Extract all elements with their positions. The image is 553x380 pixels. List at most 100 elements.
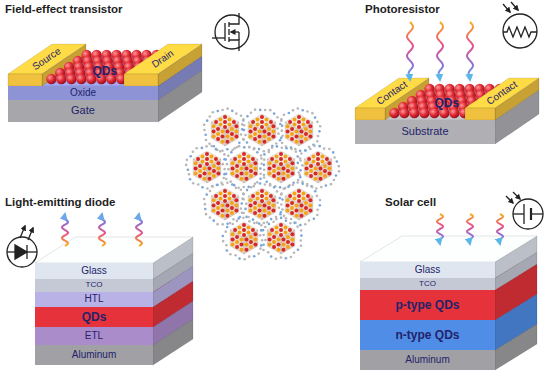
ligand — [276, 190, 279, 193]
atom — [220, 135, 224, 139]
ligand — [314, 116, 317, 119]
ligand — [330, 183, 333, 186]
ligand — [259, 247, 262, 250]
ligand — [209, 216, 212, 219]
ligand — [313, 145, 316, 148]
atom — [300, 129, 304, 133]
quantum-dot — [389, 108, 399, 118]
ligand — [299, 224, 302, 227]
atom — [316, 152, 320, 156]
ligand — [205, 139, 208, 142]
ligand — [237, 217, 240, 220]
atom — [249, 198, 253, 202]
atom — [305, 161, 309, 165]
atom — [294, 135, 298, 139]
ligand — [225, 244, 228, 247]
atom — [208, 177, 212, 181]
atom — [325, 157, 329, 161]
atom — [253, 161, 257, 165]
ligand — [319, 204, 322, 207]
quantum-dot-film: QDs — [433, 96, 462, 111]
atom — [249, 240, 253, 244]
ligand — [301, 183, 304, 186]
atom — [297, 125, 301, 129]
ligand — [236, 146, 239, 149]
ligand — [227, 155, 230, 158]
ligand — [229, 253, 232, 256]
atom — [279, 162, 283, 166]
atom — [316, 157, 320, 161]
atom — [234, 203, 238, 207]
cube-face — [318, 159, 332, 183]
atom — [286, 240, 290, 244]
atom — [251, 194, 255, 198]
atom — [249, 129, 253, 133]
device-title: Field-effect transistor — [5, 3, 123, 16]
atom — [235, 164, 239, 168]
atom — [257, 203, 261, 207]
quantum-dot — [439, 108, 449, 118]
ligand — [270, 255, 273, 258]
layer-label: QDs — [93, 65, 118, 78]
atom — [205, 152, 209, 156]
ligand — [276, 201, 279, 204]
ligand — [273, 186, 276, 189]
atom — [288, 157, 292, 161]
ligand — [280, 203, 283, 206]
atom — [202, 166, 206, 170]
atom — [293, 197, 297, 201]
ligand — [233, 147, 236, 150]
atom — [226, 129, 230, 133]
ligand — [221, 183, 224, 186]
atom — [301, 123, 305, 127]
quantum-dot — [66, 74, 76, 84]
ligand — [311, 186, 314, 189]
atom — [279, 233, 283, 237]
atom — [212, 164, 216, 168]
atom — [290, 172, 294, 176]
ligand — [259, 167, 262, 170]
atom — [249, 135, 253, 139]
ligand — [244, 134, 247, 137]
atom — [286, 245, 290, 249]
ligand — [297, 179, 300, 182]
layer-label: Gate — [71, 105, 95, 117]
ligand — [259, 182, 262, 185]
atom — [268, 166, 272, 170]
ligand — [280, 211, 283, 214]
atom — [316, 162, 320, 166]
ligand — [253, 255, 256, 258]
cube-face — [299, 122, 313, 146]
ligand — [240, 114, 243, 117]
atom — [234, 124, 238, 128]
ligand — [264, 109, 267, 112]
ligand — [297, 249, 300, 252]
ligand — [201, 186, 204, 189]
ligand — [266, 221, 269, 224]
atom — [276, 243, 280, 247]
ligand — [206, 187, 209, 190]
atom — [283, 154, 287, 158]
ligand — [262, 234, 265, 237]
cube-face — [244, 230, 258, 254]
ligand — [209, 190, 212, 193]
cube-face — [244, 159, 258, 183]
atom — [238, 231, 242, 235]
ligand — [229, 180, 232, 183]
atom — [308, 203, 312, 207]
atom — [308, 198, 312, 202]
ligand — [263, 153, 266, 156]
atom — [202, 172, 206, 176]
layer-label: TCO — [86, 281, 103, 289]
atom — [263, 203, 267, 207]
atom — [282, 172, 286, 176]
atom — [223, 199, 227, 203]
p-type-layer: p-type QDs — [360, 290, 495, 320]
atom — [313, 172, 317, 176]
atom — [297, 194, 301, 198]
cube-face — [248, 196, 262, 220]
atom — [253, 127, 257, 131]
ligand — [310, 185, 313, 188]
atom — [256, 123, 260, 127]
atom — [227, 197, 231, 201]
